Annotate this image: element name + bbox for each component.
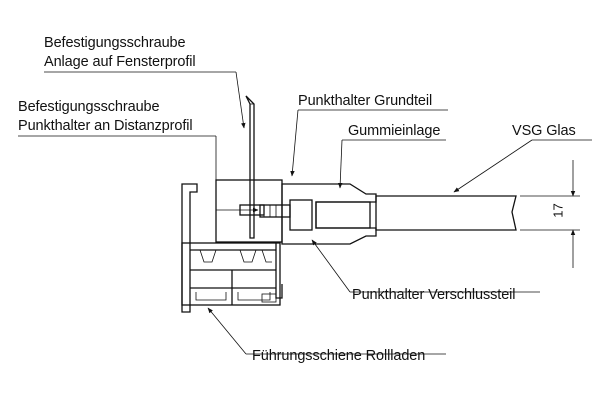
label-holder-base: Punkthalter Grundteil <box>298 93 433 109</box>
label-screw-window-line1: Befestigungsschraube <box>44 35 186 51</box>
thickness-dimension <box>520 160 580 268</box>
vsg-glass-pane <box>375 195 517 231</box>
label-rubber-insert: Gummieinlage <box>348 123 441 139</box>
distance-profile <box>215 179 283 243</box>
dimension-thickness-value: 17 <box>550 203 566 218</box>
point-holder-closure <box>315 201 371 229</box>
leader-lines <box>18 71 592 355</box>
label-screw-holder-line2: Punkthalter an Distanzprofil <box>18 118 193 134</box>
screw-window-profile <box>245 95 255 239</box>
label-screw-window-line2: Anlage auf Fensterprofil <box>44 54 196 70</box>
label-glass: VSG Glas <box>512 123 576 139</box>
label-guide-rail: Führungsschiene Rollladen <box>252 348 426 364</box>
label-screw-holder-line1: Befestigungsschraube <box>18 99 160 115</box>
label-holder-closure: Punkthalter Verschlussteil <box>352 287 516 303</box>
point-holder-base <box>281 183 377 245</box>
guide-rail-profile <box>181 183 283 313</box>
